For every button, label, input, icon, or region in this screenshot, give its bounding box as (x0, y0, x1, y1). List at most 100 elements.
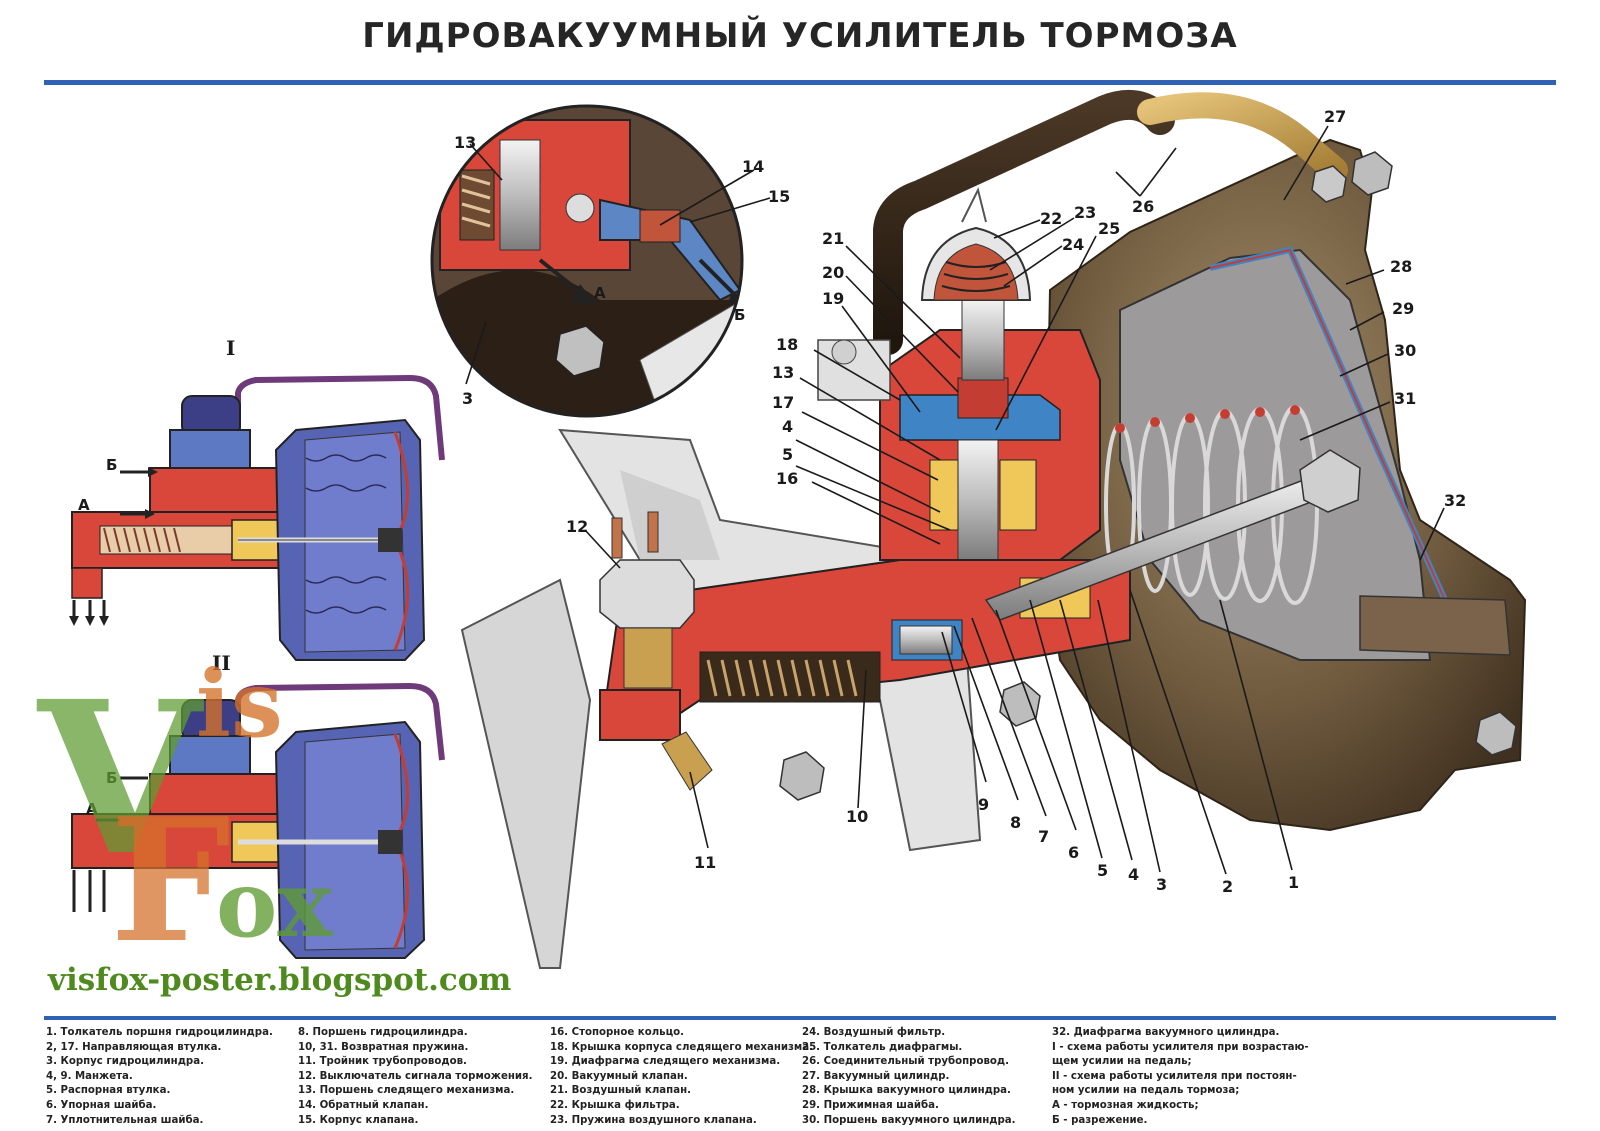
watermark-logo: V is F ox (36, 650, 333, 981)
legend-item: 20. Вакуумный клапан. (550, 1070, 688, 1082)
inset-fluid-label: А (594, 284, 606, 302)
callout-21: 21 (822, 229, 844, 248)
legend-item: 25. Толкатель диафрагмы. (802, 1041, 963, 1053)
callout-12: 12 (566, 517, 588, 536)
callout-20: 20 (822, 263, 844, 282)
callout-3: 3 (1156, 875, 1167, 894)
legend-column-5: 32. Диафрагма вакуумного цилиндра. I - с… (1052, 1026, 1309, 1128)
legend-item: 11. Тройник трубопроводов. (298, 1056, 467, 1068)
callout-29: 29 (1392, 299, 1414, 318)
bottom-divider (44, 1016, 1556, 1020)
legend-item: 5. Распорная втулка. (46, 1085, 171, 1097)
callout-5-servo: 5 (782, 445, 793, 464)
legend-item: 29. Прижимная шайба. (802, 1099, 939, 1111)
parts-legend: 1. Толкатель поршня гидроцилиндра. 2, 17… (46, 1026, 1556, 1130)
legend-item: 3. Корпус гидроцилиндра. (46, 1056, 204, 1068)
callout-9: 9 (978, 795, 989, 814)
poster-title: ГИДРОВАКУУМНЫЙ УСИЛИТЕЛЬ ТОРМОЗА (362, 16, 1238, 56)
callout-27: 27 (1324, 107, 1346, 126)
legend-item: 1. Толкатель поршня гидроцилиндра. (46, 1027, 273, 1038)
callout-25: 25 (1098, 219, 1120, 238)
legend-item: 32. Диафрагма вакуумного цилиндра. (1052, 1027, 1280, 1038)
callout-26: 26 (1132, 197, 1154, 216)
callout-22: 22 (1040, 209, 1062, 228)
callout-7: 7 (1038, 827, 1049, 846)
callout-19: 19 (822, 289, 844, 308)
legend-item: 26. Соединительный трубопровод. (802, 1056, 1009, 1068)
scheme-1-fluid-label: А (78, 496, 90, 514)
scheme-2-label: II (212, 651, 231, 675)
legend-item: 13. Поршень следящего механизма. (298, 1085, 515, 1097)
inset-frame (430, 104, 744, 418)
callout-5: 5 (1097, 861, 1108, 880)
legend-item: I - схема работы усилителя при возрастаю… (1052, 1041, 1309, 1053)
callout-14: 14 (742, 157, 764, 176)
scheme-2-diagram (71, 682, 445, 959)
callout-15: 15 (768, 187, 790, 206)
legend-item: 18. Крышка корпуса следящего механизма. (550, 1041, 813, 1053)
svg-text:F: F (110, 781, 231, 981)
legend-item: 14. Обратный клапан. (298, 1099, 429, 1111)
legend-item: 24. Воздушный фильтр. (802, 1027, 946, 1038)
legend-item: 19. Диафрагма следящего механизма. (550, 1056, 781, 1068)
legend-item: 15. Корпус клапана. (298, 1114, 419, 1126)
callout-31: 31 (1394, 389, 1416, 408)
legend-item: 6. Упорная шайба. (46, 1099, 157, 1111)
legend-item: 16. Стопорное кольцо. (550, 1027, 685, 1038)
callout-30: 30 (1394, 341, 1416, 360)
callout-11: 11 (694, 853, 716, 872)
callout-13-inset: 13 (454, 133, 476, 152)
legend-column-2: 8. Поршень гидроцилиндра. 10, 31. Возвра… (298, 1026, 548, 1128)
callout-8: 8 (1010, 813, 1021, 832)
callout-10: 10 (846, 807, 868, 826)
top-divider (44, 80, 1556, 85)
callout-23: 23 (1074, 203, 1096, 222)
legend-item: щем усилии на педаль; (1052, 1056, 1192, 1068)
svg-text:ox: ox (216, 850, 333, 958)
legend-item: 12. Выключатель сигнала торможения. (298, 1070, 533, 1082)
legend-item: А - тормозная жидкость; (1052, 1099, 1199, 1111)
legend-item: 21. Воздушный клапан. (550, 1085, 691, 1097)
callout-6: 6 (1068, 843, 1079, 862)
callout-24: 24 (1062, 235, 1084, 254)
legend-item: 28. Крышка вакуумного цилиндра. (802, 1085, 1011, 1097)
legend-item: ном усилии на педаль тормоза; (1052, 1085, 1240, 1097)
legend-column-1: 1. Толкатель поршня гидроцилиндра. 2, 17… (46, 1026, 296, 1128)
legend-item: 10, 31. Возвратная пружина. (298, 1041, 469, 1053)
legend-item: 23. Пружина воздушного клапана. (550, 1114, 757, 1126)
callout-4: 4 (1128, 865, 1139, 884)
legend-item: Б - разрежение. (1052, 1114, 1148, 1126)
legend-item: 4, 9. Манжета. (46, 1070, 133, 1082)
callout-4-servo: 4 (782, 417, 793, 436)
svg-text:V: V (36, 655, 204, 902)
legend-item: 30. Поршень вакуумного цилиндра. (802, 1114, 1016, 1126)
callout-28: 28 (1390, 257, 1412, 276)
legend-item: 8. Поршень гидроцилиндра. (298, 1027, 468, 1038)
callout-3-inset: 3 (462, 389, 473, 408)
scheme-2-fluid-label: А (86, 800, 98, 818)
callout-13-servo: 13 (772, 363, 794, 382)
scheme-1-label: I (226, 336, 235, 360)
legend-item: II - схема работы усилителя при постоян- (1052, 1070, 1297, 1082)
callout-16: 16 (776, 469, 798, 488)
inset-vacuum-label: Б (734, 306, 745, 324)
legend-column-4: 24. Воздушный фильтр. 25. Толкатель диаф… (802, 1026, 1052, 1128)
callout-17: 17 (772, 393, 794, 412)
leader-lines (465, 125, 1445, 875)
scheme-1-vacuum-label: Б (106, 456, 117, 474)
scheme-1-diagram (69, 374, 445, 661)
callout-18: 18 (776, 335, 798, 354)
main-cutaway (460, 89, 1527, 969)
legend-item: 7. Уплотнительная шайба. (46, 1114, 204, 1126)
watermark-url: visfox-poster.blogspot.com (48, 962, 512, 998)
callout-1: 1 (1288, 873, 1299, 892)
callout-32: 32 (1444, 491, 1466, 510)
legend-item: 22. Крышка фильтра. (550, 1099, 680, 1111)
callout-2: 2 (1222, 877, 1233, 896)
legend-item: 27. Вакуумный цилиндр. (802, 1070, 950, 1082)
scheme-2-vacuum-label: Б (106, 769, 117, 787)
legend-item: 2, 17. Направляющая втулка. (46, 1041, 222, 1053)
svg-text:is: is (196, 650, 283, 758)
legend-column-3: 16. Стопорное кольцо. 18. Крышка корпуса… (550, 1026, 813, 1128)
